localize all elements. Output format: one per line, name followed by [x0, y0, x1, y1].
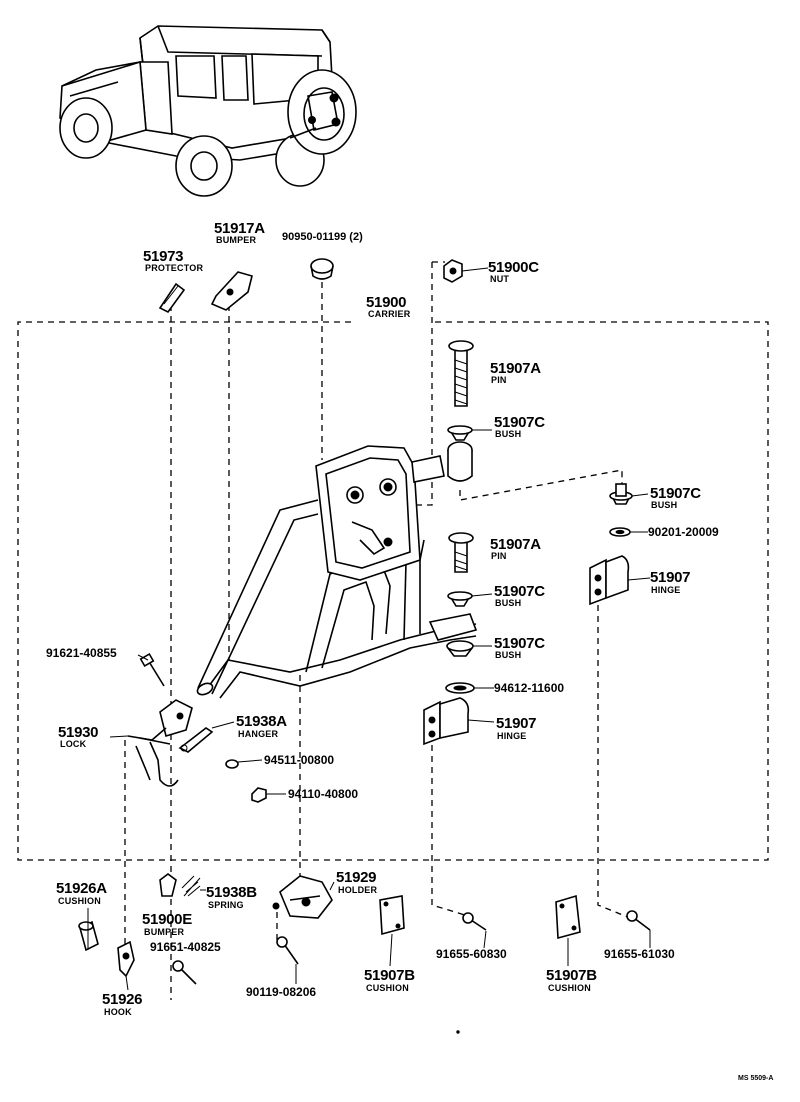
label-51907a-top-number: 51907A	[490, 360, 541, 377]
label-51938a-name: HANGER	[238, 729, 279, 739]
labels: 51900 CARRIER 51973 PROTECTOR 51917A BUM…	[46, 220, 773, 1082]
label-51907c-4-name: BUSH	[495, 650, 521, 660]
label-51900e-name: BUMPER	[144, 927, 185, 937]
label-51907c-3-number: 51907C	[494, 583, 545, 600]
label-91655-61030-number: 91655-61030	[604, 947, 675, 961]
label-51900-number: 51900	[366, 294, 406, 311]
label-91655-60830-number: 91655-60830	[436, 947, 507, 961]
label-51907a-top-name: PIN	[491, 375, 507, 385]
label-51917a-number: 51917A	[214, 220, 265, 237]
carrier-mount-plate	[315, 441, 473, 581]
label-51930-number: 51930	[58, 724, 98, 741]
label-51907b-2-name: CUSHION	[548, 983, 591, 993]
vehicle-illustration	[59, 25, 357, 197]
label-51907-low-number: 51907	[496, 715, 536, 732]
label-51929-number: 51929	[336, 869, 376, 886]
label-51907c-1-name: BUSH	[495, 429, 521, 439]
label-51930-name: LOCK	[60, 739, 87, 749]
label-51907-low-name: HINGE	[497, 731, 527, 741]
label-51907c-2-number: 51907C	[650, 485, 701, 502]
label-94511-number: 94511-00800	[264, 753, 334, 767]
label-51907c-1-number: 51907C	[494, 414, 545, 431]
label-51900e-number: 51900E	[142, 911, 192, 928]
label-51907b-2-number: 51907B	[546, 967, 597, 984]
figure-code: MS 5509-A	[738, 1075, 773, 1082]
label-leaders	[87, 267, 651, 991]
carrier-assembly-outline	[17, 321, 769, 861]
label-51917a-name: BUMPER	[216, 235, 257, 245]
label-51900-name: CARRIER	[368, 309, 411, 319]
label-91621-number: 91621-40855	[46, 646, 117, 660]
label-90119-number: 90119-08206	[246, 985, 316, 999]
label-51900c-name: NUT	[490, 274, 509, 284]
label-51900c-number: 51900C	[488, 259, 539, 276]
label-51938b-name: SPRING	[208, 900, 244, 910]
alignment-lines	[124, 261, 631, 1000]
label-90201-number: 90201-20009	[648, 525, 719, 539]
label-51926a-number: 51926A	[56, 880, 107, 897]
label-51907c-4-number: 51907C	[494, 635, 545, 652]
label-51973-name: PROTECTOR	[145, 263, 203, 273]
label-51929-name: HOLDER	[338, 885, 378, 895]
label-51907c-2-name: BUSH	[651, 500, 677, 510]
label-51938b-number: 51938B	[206, 884, 257, 901]
label-90950-number: 90950-01199 (2)	[282, 231, 363, 243]
label-94110-number: 94110-40800	[288, 787, 358, 801]
label-51973-number: 51973	[143, 248, 183, 265]
label-51907b-1-number: 51907B	[364, 967, 415, 984]
label-94612-number: 94612-11600	[494, 681, 564, 695]
label-51907a-mid-name: PIN	[491, 551, 507, 561]
label-51907a-mid-number: 51907A	[490, 536, 541, 553]
label-51926-name: HOOK	[104, 1007, 132, 1017]
label-51907-top-number: 51907	[650, 569, 690, 586]
label-51907b-1-name: CUSHION	[366, 983, 409, 993]
label-51938a-number: 51938A	[236, 713, 287, 730]
label-51926a-name: CUSHION	[58, 896, 101, 906]
label-51907-top-name: HINGE	[651, 585, 681, 595]
label-91651-number: 91651-40825	[150, 940, 221, 954]
small-parts	[78, 258, 651, 1034]
label-51907c-3-name: BUSH	[495, 598, 521, 608]
label-51926-number: 51926	[102, 991, 142, 1008]
